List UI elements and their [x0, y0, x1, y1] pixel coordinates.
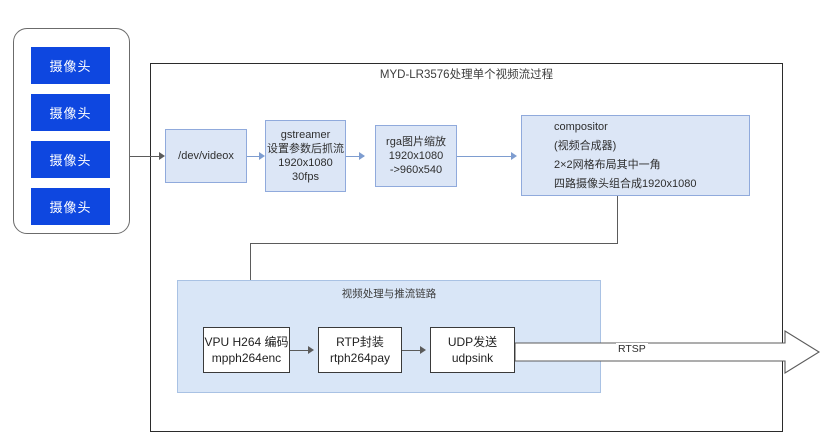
stage-device-videox-line1: /dev/videox	[178, 150, 234, 162]
rtsp-output-arrow	[515, 330, 821, 374]
connector-vpu-to-rtp	[290, 350, 312, 351]
encode-chain-panel-title: 视频处理与推流链路	[341, 288, 437, 300]
stage-compositor: compositor (视频合成器) 2×2网格布局其中一角 四路摄像头组合成1…	[521, 115, 750, 196]
stage-udp-sink: UDP发送 udpsink	[430, 327, 515, 373]
connector-rtp-to-udp-arrowhead	[420, 346, 426, 354]
connector-compositor-left	[250, 243, 618, 244]
stage-gstreamer-line4: 30fps	[292, 171, 319, 183]
camera-box-4: 摄像头	[31, 188, 110, 225]
connector-camera-to-device-arrowhead	[159, 152, 165, 160]
stage-gstreamer-line2: 设置参数后抓流	[267, 143, 344, 155]
stage-device-videox: /dev/videox	[165, 129, 247, 183]
stage-gstreamer-line3: 1920x1080	[278, 157, 333, 169]
stage-udp-sink-line1: UDP发送	[447, 335, 498, 349]
connector-compositor-down	[617, 196, 618, 243]
camera-box-3-label: 摄像头	[49, 153, 92, 168]
stage-vpu-encoder-line2: mpph264enc	[211, 351, 282, 365]
camera-box-2: 摄像头	[31, 94, 110, 131]
process-frame-title: MYD-LR3576处理单个视频流过程	[379, 69, 554, 81]
connector-gstreamer-to-rga-arrowhead	[359, 152, 365, 160]
stage-udp-sink-line2: udpsink	[451, 351, 494, 365]
stage-rtp-payloader-line1: RTP封装	[336, 335, 384, 349]
stage-gstreamer: gstreamer 设置参数后抓流 1920x1080 30fps	[265, 120, 346, 192]
rtsp-output-label: RTSP	[616, 343, 648, 355]
stage-compositor-line2: (视频合成器)	[554, 139, 617, 152]
stage-compositor-line1: compositor	[554, 120, 608, 133]
stage-vpu-encoder-line1: VPU H264 编码	[204, 335, 289, 349]
connector-rga-to-compositor-arrowhead	[511, 152, 517, 160]
stage-rtp-payloader: RTP封装 rtph264pay	[318, 327, 402, 373]
stage-rga-scaler-line1: rga图片缩放	[386, 136, 446, 148]
camera-box-4-label: 摄像头	[49, 200, 92, 215]
stage-gstreamer-line1: gstreamer	[280, 129, 331, 141]
connector-rtp-to-udp	[402, 350, 424, 351]
stage-rga-scaler-line3: ->960x540	[389, 164, 443, 176]
connector-rga-to-compositor	[457, 156, 515, 157]
stage-compositor-line4: 四路摄像头组合成1920x1080	[554, 177, 697, 190]
connector-device-to-gstreamer-arrowhead	[259, 152, 265, 160]
connector-vpu-to-rtp-arrowhead	[308, 346, 314, 354]
stage-rtp-payloader-line2: rtph264pay	[329, 351, 391, 365]
connector-camera-to-device	[130, 156, 162, 157]
camera-box-2-label: 摄像头	[49, 106, 92, 121]
connector-device-to-gstreamer	[247, 156, 263, 157]
stage-rga-scaler-line2: 1920x1080	[388, 150, 444, 162]
stage-compositor-line3: 2×2网格布局其中一角	[554, 158, 661, 171]
camera-box-1-label: 摄像头	[49, 59, 92, 74]
connector-gstreamer-to-rga	[346, 156, 364, 157]
stage-rga-scaler: rga图片缩放 1920x1080 ->960x540	[375, 125, 457, 187]
camera-box-1: 摄像头	[31, 47, 110, 84]
camera-box-3: 摄像头	[31, 141, 110, 178]
stage-vpu-encoder: VPU H264 编码 mpph264enc	[203, 327, 290, 373]
